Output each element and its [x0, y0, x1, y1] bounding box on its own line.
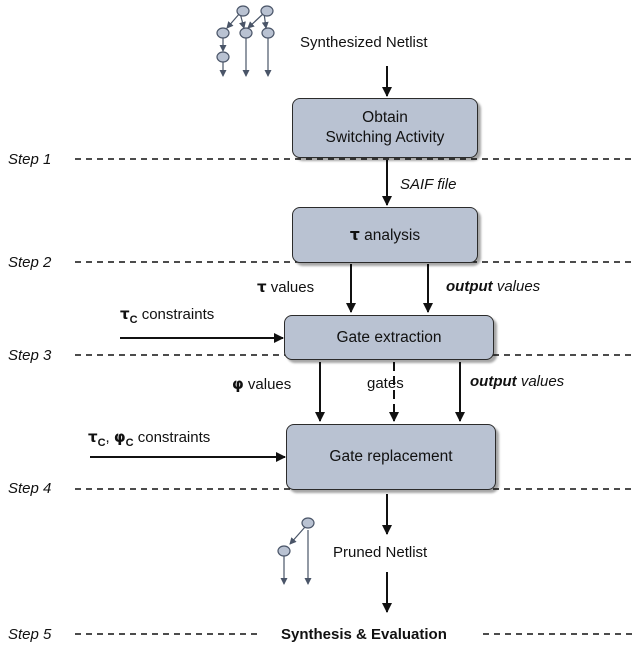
tau-values-text: values	[270, 279, 315, 296]
tau-c-constraints-label: τC constraints	[120, 305, 215, 326]
phi-values-text: values	[247, 376, 292, 393]
pruned-netlist-icon	[280, 526, 312, 585]
synthesis-evaluation-label: Synthesis & Evaluation	[281, 626, 447, 643]
obtain-line-2: Switching Activity	[325, 129, 445, 146]
obtain-line-1: Obtain	[362, 109, 408, 126]
output-values-label-1: output values	[446, 278, 540, 296]
synthesized-netlist-label: Synthesized Netlist	[300, 34, 428, 51]
tau-symbol: τ	[349, 225, 360, 244]
output-values-text-2: values	[520, 373, 565, 390]
tau-phi-constraints-label: τC, φC constraints	[88, 428, 211, 449]
gate-extraction-box: Gate extraction	[284, 315, 494, 360]
pruned-netlist-nodes	[277, 517, 315, 557]
saif-file-label: SAIF file	[400, 176, 457, 193]
output-bold-2: output	[470, 373, 517, 390]
output-bold-1: output	[446, 278, 493, 295]
tau-c-subscript: C	[129, 314, 138, 326]
tau-analysis-box: τ analysis	[292, 207, 478, 263]
tau-c-symbol: τ	[120, 305, 130, 323]
phi-c-subscript: C	[125, 437, 134, 449]
tau-values-symbol: τ	[257, 278, 267, 296]
phi-c-symbol: φ	[113, 428, 126, 446]
synthesized-netlist-icon	[219, 12, 272, 77]
output-values-text-1: values	[496, 278, 541, 295]
tau-c2-symbol: τ	[88, 428, 98, 446]
tau-c-constraints-text: constraints	[141, 306, 215, 323]
step-2-label: Step 2	[8, 254, 52, 271]
pruned-netlist-label: Pruned Netlist	[333, 544, 428, 561]
step-3-label: Step 3	[8, 347, 52, 364]
step-5-label: Step 5	[8, 626, 52, 643]
gate-replacement-text: Gate replacement	[329, 448, 453, 465]
gate-extraction-text: Gate extraction	[336, 328, 442, 346]
gates-label: gates	[367, 375, 404, 392]
tau-values-label: τ values	[257, 278, 314, 297]
step-1-label: Step 1	[8, 151, 52, 168]
comma: ,	[105, 429, 110, 446]
step-4-label: Step 4	[8, 480, 52, 497]
gate-replacement-box: Gate replacement	[286, 424, 496, 490]
synthesized-netlist-nodes	[216, 5, 275, 63]
constraints-2-text: constraints	[137, 429, 211, 446]
output-values-label-2: output values	[470, 373, 564, 391]
phi-values-symbol: φ	[232, 375, 244, 393]
phi-values-label: φ values	[232, 375, 291, 394]
tau-c2-subscript: C	[97, 437, 106, 449]
obtain-switching-activity-box: Obtain Switching Activity	[292, 98, 478, 158]
tau-analysis-text: analysis	[364, 226, 421, 244]
